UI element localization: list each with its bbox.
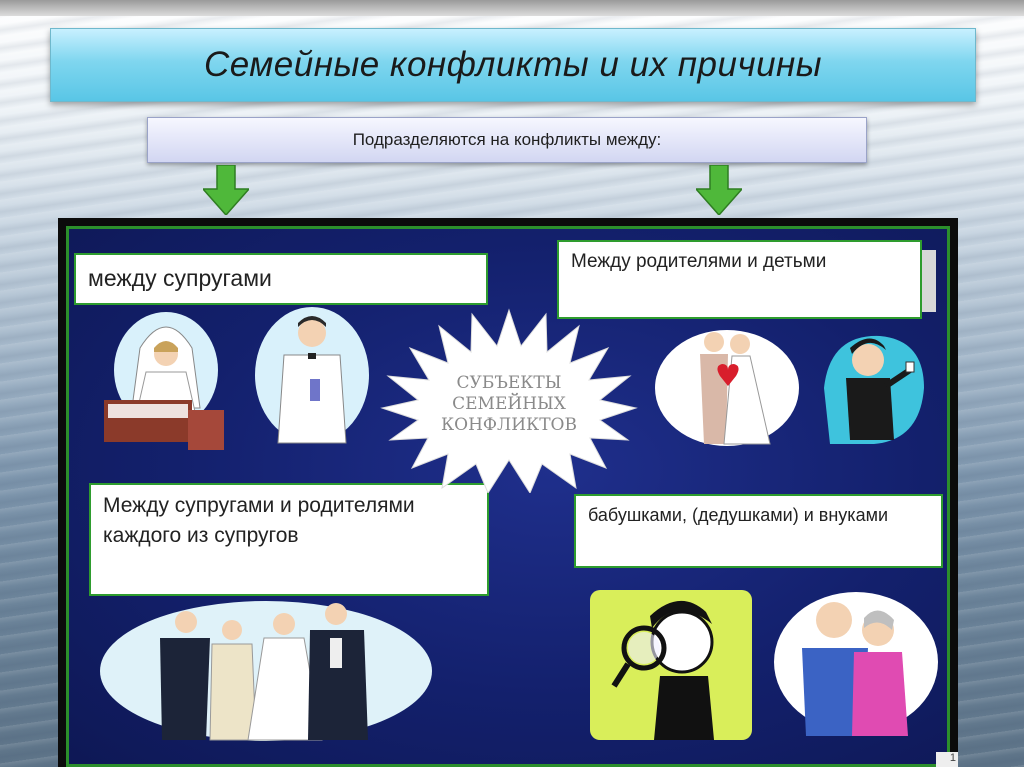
label-spouses-parents-text: Между супругами и родителями каждого из … <box>103 494 415 548</box>
slide-subtitle: Подразделяются на конфликты между: <box>352 130 662 149</box>
boy-with-magnifier-image <box>590 590 752 740</box>
groom-image <box>255 307 369 444</box>
box-shadow <box>922 250 936 312</box>
title-banner: Семейные конфликты и их причины <box>50 28 976 102</box>
wedding-couple-image <box>655 330 799 446</box>
star-text-line3: КОНФЛИКТОВ <box>441 415 577 435</box>
star-text-line1: СУБЪЕКТЫ <box>457 373 562 393</box>
label-spouses-parents: Между супругами и родителями каждого из … <box>89 483 489 596</box>
label-grandparents: бабушками, (дедушками) и внуками <box>574 494 943 568</box>
man-with-glass-image <box>824 335 924 444</box>
label-spouses-text: между супругами <box>88 265 272 292</box>
starburst-badge: СУБЪЕКТЫ СЕМЕЙНЫХ КОНФЛИКТОВ <box>380 308 638 493</box>
bride-image <box>104 312 224 450</box>
wedding-group-image <box>100 601 432 741</box>
down-arrow-left-icon <box>203 165 249 215</box>
top-bar <box>0 0 1024 16</box>
label-spouses: между супругами <box>74 253 488 305</box>
label-parents-children: Между родителями и детьми <box>557 240 922 319</box>
slide-number: 1 <box>936 752 958 767</box>
slide-title: Семейные конфликты и их причины <box>203 45 823 84</box>
label-grandparents-text: бабушками, (дедушками) и внуками <box>588 505 889 525</box>
elderly-couple-image <box>774 592 938 736</box>
down-arrow-right-icon <box>696 165 742 215</box>
subtitle-banner: Подразделяются на конфликты между: <box>147 117 867 163</box>
star-text-line2: СЕМЕЙНЫХ <box>452 393 567 414</box>
label-parents-children-text: Между родителями и детьми <box>571 251 827 272</box>
